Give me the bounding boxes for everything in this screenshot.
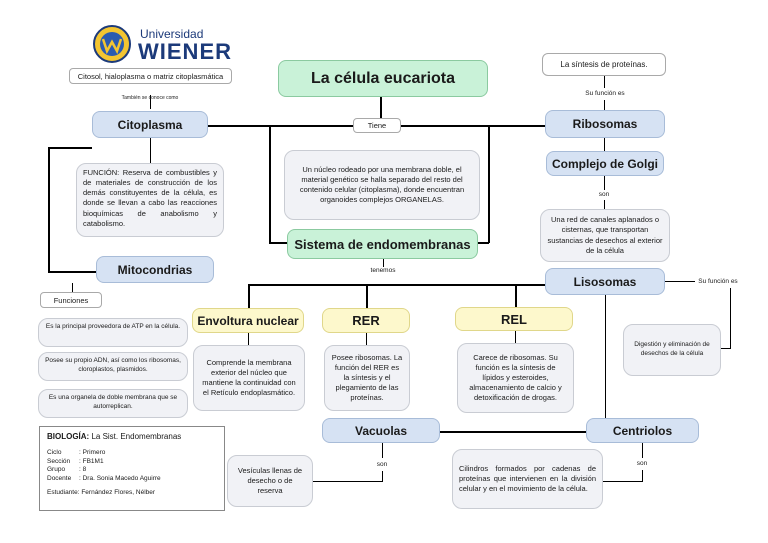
connector [603, 481, 643, 482]
tenemos-label: tenemos [370, 267, 396, 274]
info-row: Sección: FB1M1 [47, 457, 104, 465]
connector [150, 138, 151, 163]
diagram-title: La célula eucariota [278, 60, 488, 97]
centriolos-son-label: son [636, 460, 648, 467]
vacuolas-node: Vacuolas [322, 418, 440, 443]
connector [380, 97, 382, 127]
mito-item-3: Es una organela de doble membrana que se… [38, 389, 188, 418]
connector [48, 147, 92, 149]
connector [150, 95, 151, 109]
sintesis-proteinas: La síntesis de proteínas. [542, 53, 666, 76]
info-row: Docente: Dra. Sonia Macedo Aguirre [47, 474, 161, 482]
vacuolas-desc: Vesículas llenas de desecho o de reserva [227, 455, 313, 507]
envoltura-desc: Comprende la membrana exterior del núcle… [193, 345, 305, 411]
connector [366, 284, 368, 308]
info-row: Ciclo: Primero [47, 449, 106, 457]
centriolos-node: Centriolos [586, 418, 699, 443]
rer-desc: Posee ribosomas. La función del RER es l… [324, 345, 410, 411]
connector [720, 348, 731, 349]
connector [269, 125, 271, 243]
connector [366, 333, 367, 345]
connector [382, 443, 383, 458]
connector [440, 431, 587, 433]
connector [72, 283, 73, 295]
connector [248, 284, 250, 308]
connector [605, 295, 606, 420]
connector [382, 471, 383, 482]
info-heading-bold: BIOLOGÍA: [47, 432, 90, 441]
sistema-endomembranas-node: Sistema de endomembranas [287, 229, 478, 259]
ribosomas-node: Ribosomas [545, 110, 665, 138]
mito-item-1: Es la principal proveedora de ATP en la … [38, 318, 188, 347]
connector [730, 288, 731, 348]
connector [269, 242, 287, 244]
rel-desc: Carece de ribosomas. Su función es la sí… [457, 343, 574, 413]
connector [604, 138, 605, 151]
connector [48, 271, 96, 273]
info-box: BIOLOGÍA: La Sist. Endomembranas Ciclo: … [39, 426, 225, 511]
connector [248, 284, 548, 286]
lisosomas-node: Lisosomas [545, 268, 665, 295]
logo-line-2: WIENER [138, 39, 232, 64]
tambien-label: También se conoce como [121, 95, 179, 101]
envoltura-nuclear-node: Envoltura nuclear [192, 308, 304, 333]
university-logo: Universidad WIENER [92, 22, 242, 66]
rel-node: REL [455, 307, 573, 331]
lisosomas-desc: Digestión y eliminación de desechos de l… [623, 324, 721, 376]
info-row: Grupo: 8 [47, 466, 87, 474]
vacuolas-son-label: son [376, 461, 388, 468]
centriolos-desc: Cilindros formados por cadenas de proteí… [452, 449, 603, 509]
info-heading: BIOLOGÍA: La Sist. Endomembranas [47, 432, 217, 442]
su-funcion-label: Su función es [585, 90, 625, 97]
connector [248, 333, 249, 345]
connector [604, 76, 605, 88]
rer-node: RER [322, 308, 410, 333]
connector [48, 147, 50, 272]
connector [515, 331, 516, 343]
info-heading-rest: La Sist. Endomembranas [89, 432, 182, 441]
funciones-label: Funciones [40, 292, 102, 308]
golgi-node: Complejo de Golgi [546, 151, 664, 176]
connector [488, 125, 490, 243]
citoplasma-node: Citoplasma [92, 111, 208, 138]
cytosol-note: Citosol, hialoplasma o matriz citoplasmá… [69, 68, 232, 84]
logo-emblem-icon [93, 25, 131, 63]
tiene-label: Tiene [353, 118, 401, 133]
mitocondrias-node: Mitocondrias [96, 256, 214, 283]
connector [642, 470, 643, 482]
connector [604, 176, 605, 190]
nucleo-desc: Un núcleo rodeado por una membrana doble… [284, 150, 480, 220]
connector [604, 100, 605, 112]
lisosomas-funcion-label: Su función es [698, 278, 738, 285]
info-student: Estudiante: Fernández Flores, Nélber [47, 489, 156, 497]
citoplasma-function: FUNCIÓN: Reserva de combustibles y de ma… [76, 163, 224, 237]
golgi-desc: Una red de canales aplanados o cisternas… [540, 209, 670, 262]
connector [313, 481, 383, 482]
connector [478, 242, 489, 244]
connector [383, 259, 384, 267]
connector [665, 281, 695, 282]
mito-item-2: Posee su propio ADN, así como los riboso… [38, 352, 188, 381]
logo-line-1: Universidad [140, 27, 204, 41]
golgi-son-label: son [598, 191, 610, 198]
connector [642, 443, 643, 458]
connector [604, 200, 605, 209]
connector [515, 284, 517, 307]
